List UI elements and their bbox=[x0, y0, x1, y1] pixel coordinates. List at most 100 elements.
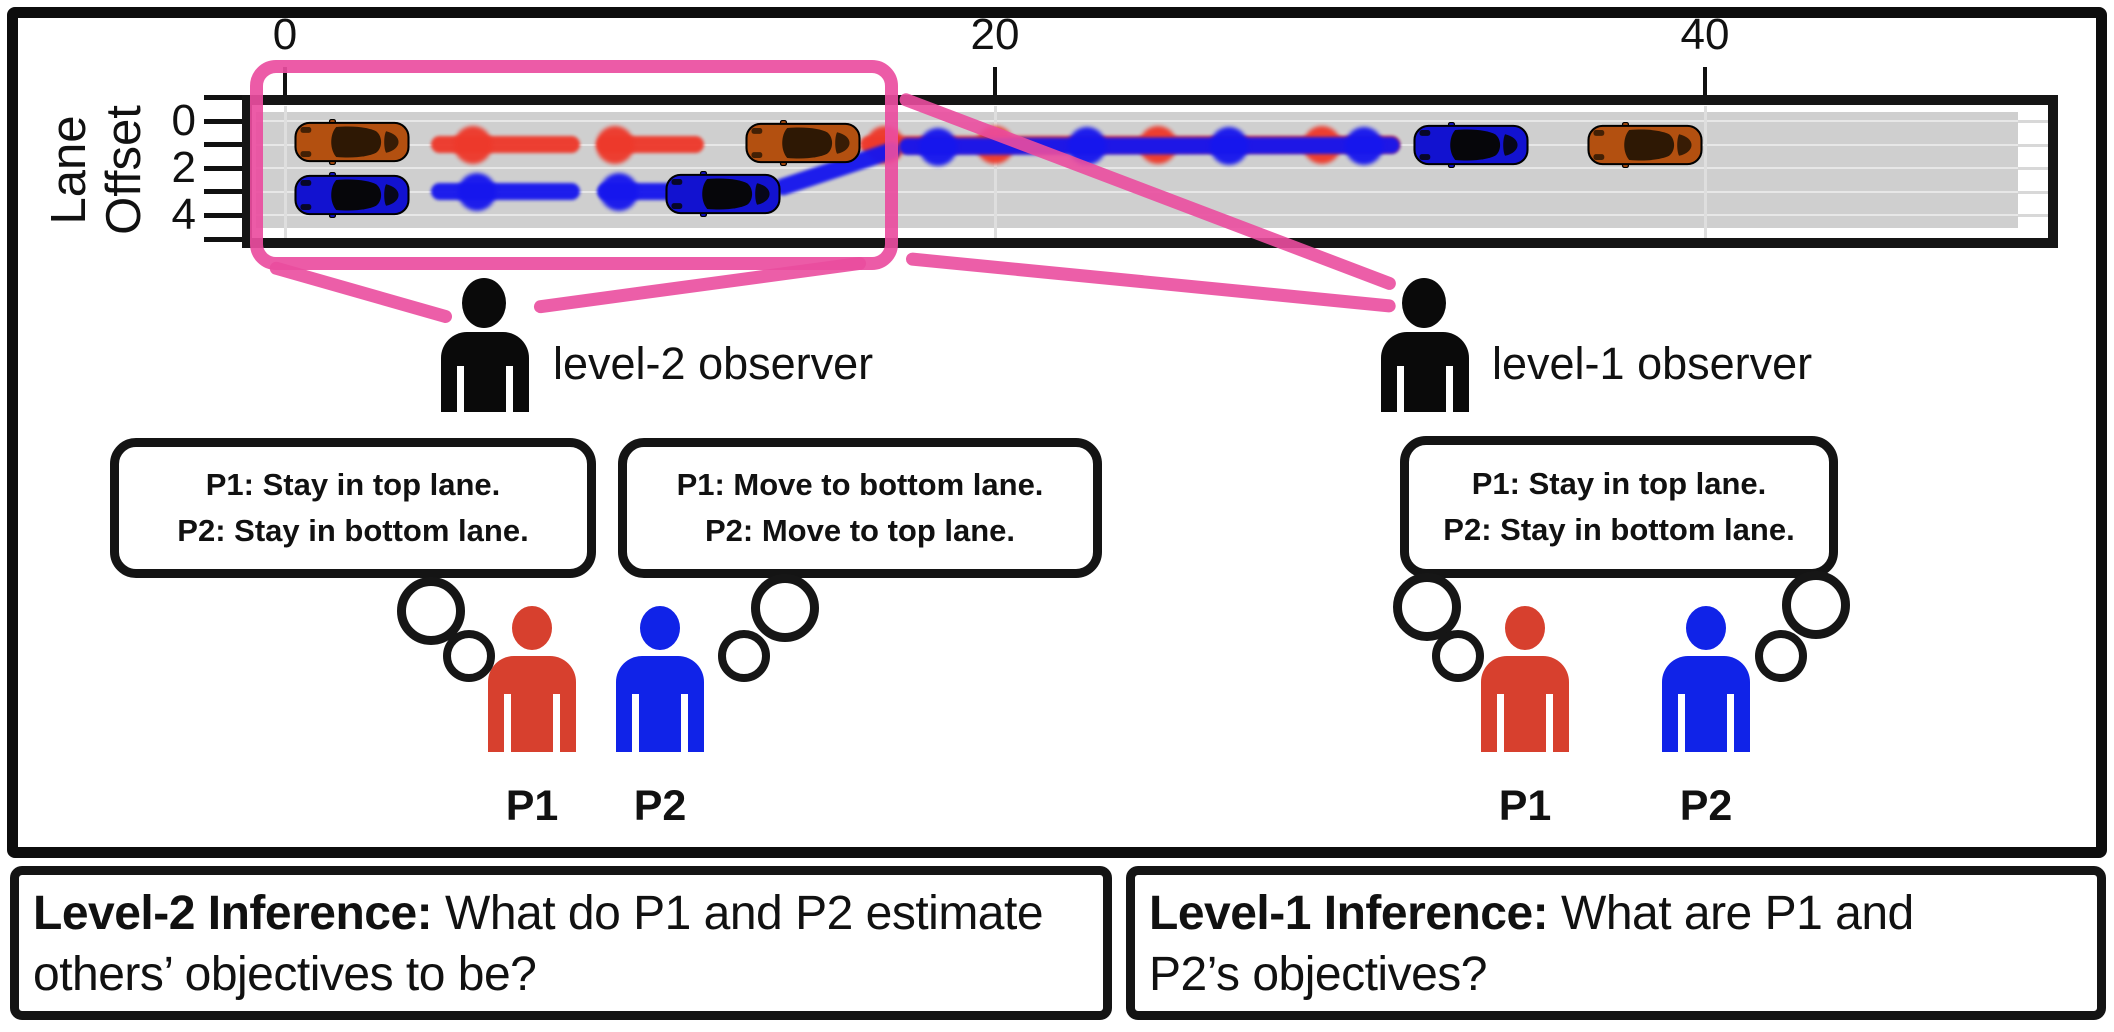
p2-blue-trajectory-dot bbox=[599, 172, 638, 211]
y-tick--1 bbox=[204, 94, 242, 100]
lane-row-line bbox=[256, 120, 2018, 122]
thought-circle-icon bbox=[751, 574, 819, 642]
x-tick-label-20: 20 bbox=[970, 10, 1020, 59]
agent-head bbox=[1505, 606, 1545, 650]
observer-body bbox=[1381, 332, 1469, 412]
observer-body bbox=[441, 332, 529, 412]
agent-p2-icon bbox=[616, 606, 704, 752]
agent-body bbox=[488, 656, 576, 752]
thought-circle-icon bbox=[397, 577, 465, 645]
x-gridline-0 bbox=[284, 106, 287, 238]
lane-row-line bbox=[256, 214, 2018, 217]
car-p2-start bbox=[293, 169, 411, 221]
x-gridline-40 bbox=[1704, 106, 1707, 238]
agent-head bbox=[1686, 606, 1726, 650]
agent-body bbox=[616, 656, 704, 752]
agent-arm-gap bbox=[553, 694, 560, 752]
x-tick-20 bbox=[993, 67, 997, 95]
car-p1-mid bbox=[744, 117, 862, 169]
car-p2-end bbox=[1412, 119, 1530, 171]
level1-inference-label: Level-1 Inference: bbox=[1149, 887, 1549, 940]
p1-red-trajectory-dot bbox=[596, 125, 635, 164]
lane-row-line bbox=[256, 167, 2018, 170]
agent-arm-gap bbox=[1678, 694, 1685, 752]
p2-blue-trajectory-segment bbox=[899, 137, 1400, 156]
thought-bubble-p1-estimate: P1: Stay in top lane. P2: Stay in bottom… bbox=[110, 438, 596, 578]
bubble-line: P1: Move to bottom lane. bbox=[676, 467, 1044, 502]
y-tick-3 bbox=[204, 189, 242, 195]
agent-arm-gap bbox=[681, 694, 688, 752]
car-p2-mid bbox=[664, 168, 782, 220]
lane-row-line-end bbox=[2018, 120, 2048, 123]
agent-arm-gap bbox=[1727, 694, 1734, 752]
agent-p2-icon bbox=[1662, 606, 1750, 752]
agent-body bbox=[1481, 656, 1569, 752]
observer-arm-gap bbox=[1397, 366, 1404, 412]
observer-head bbox=[462, 278, 506, 328]
level1-inference-box: Level-1 Inference: What are P1 and P2’s … bbox=[1126, 866, 2106, 1020]
x-gridline-20 bbox=[994, 106, 997, 238]
bubble-line: P2: Stay in bottom lane. bbox=[1443, 512, 1795, 547]
y-tick-2 bbox=[204, 165, 242, 171]
observer-head bbox=[1402, 278, 1446, 328]
lane-row-line-end bbox=[2018, 190, 2048, 194]
y-axis-label-line1: Lane bbox=[42, 115, 96, 225]
p2-blue-trajectory-dot bbox=[1345, 126, 1384, 165]
thought-circle-icon bbox=[1755, 630, 1807, 682]
y-tick-label-0: 0 bbox=[171, 96, 196, 145]
lane-row-line-end bbox=[2018, 214, 2048, 218]
p2-blue-trajectory-dot bbox=[1210, 126, 1249, 165]
bubble-line: P2: Stay in bottom lane. bbox=[177, 513, 529, 548]
bubble-line: P1: Stay in top lane. bbox=[205, 467, 501, 502]
x-tick-label-40: 40 bbox=[1680, 10, 1730, 59]
y-tick-label-2: 2 bbox=[171, 143, 196, 193]
level2-inference-question: What do P1 and P2 estimate others’ objec… bbox=[33, 887, 1044, 1001]
agent-arm-gap bbox=[1497, 694, 1504, 752]
thought-circle-icon bbox=[718, 630, 770, 682]
road-band bbox=[256, 112, 2018, 228]
car-p1-start bbox=[293, 116, 411, 168]
p2-blue-trajectory-dot bbox=[457, 172, 496, 211]
p2-blue-trajectory-dot bbox=[919, 127, 958, 166]
thought-circle-icon bbox=[1782, 571, 1850, 639]
thought-circle-icon bbox=[1432, 630, 1484, 682]
agent-arm-gap bbox=[1546, 694, 1553, 752]
agent-arm-gap bbox=[632, 694, 639, 752]
level1-inference-text: Level-1 Inference: What are P1 and P2’s … bbox=[1135, 875, 2097, 1011]
thought-bubble-objectives: P1: Stay in top lane. P2: Stay in bottom… bbox=[1400, 436, 1838, 578]
agent-p2-label: P2 bbox=[1679, 782, 1733, 830]
y-tick-4 bbox=[204, 212, 242, 218]
bubble-line: P2: Move to top lane. bbox=[704, 513, 1016, 548]
x-tick-label-0: 0 bbox=[272, 10, 298, 59]
car-p1-end bbox=[1586, 119, 1704, 171]
y-tick-label-4: 4 bbox=[171, 190, 196, 240]
x-tick-0 bbox=[283, 67, 287, 95]
y-tick-1 bbox=[204, 142, 242, 148]
y-tick-0 bbox=[204, 118, 242, 124]
observer-arm-gap bbox=[457, 366, 464, 412]
y-tick-5 bbox=[204, 236, 242, 242]
level2-observer-label: level-2 observer bbox=[553, 338, 874, 389]
thought-circle-icon bbox=[1393, 573, 1461, 641]
bubble-line: P1: Stay in top lane. bbox=[1471, 466, 1767, 501]
agent-p2-label: P2 bbox=[633, 782, 687, 830]
thought-bubble-p2-estimate: P1: Move to bottom lane. P2: Move to top… bbox=[618, 438, 1102, 578]
x-tick-40 bbox=[1703, 67, 1707, 95]
level1-inference-question: What are P1 and P2’s objectives? bbox=[1149, 887, 1914, 1001]
agent-p1-label: P1 bbox=[505, 782, 559, 830]
agent-arm-gap bbox=[504, 694, 511, 752]
level2-inference-box: Level-2 Inference: What do P1 and P2 est… bbox=[10, 866, 1112, 1020]
p1-red-trajectory-dot bbox=[454, 125, 493, 164]
observer-arm-gap bbox=[1446, 366, 1453, 412]
lane-row-line-end bbox=[2018, 143, 2048, 147]
thought-circle-icon bbox=[443, 630, 495, 682]
level1-observer-label: level-1 observer bbox=[1492, 338, 1813, 389]
agent-head bbox=[640, 606, 680, 650]
agent-p1-icon bbox=[1481, 606, 1569, 752]
agent-body bbox=[1662, 656, 1750, 752]
agent-p1-label: P1 bbox=[1498, 782, 1552, 830]
lane-row-line-end bbox=[2018, 167, 2048, 171]
level2-inference-label: Level-2 Inference: bbox=[33, 887, 433, 940]
